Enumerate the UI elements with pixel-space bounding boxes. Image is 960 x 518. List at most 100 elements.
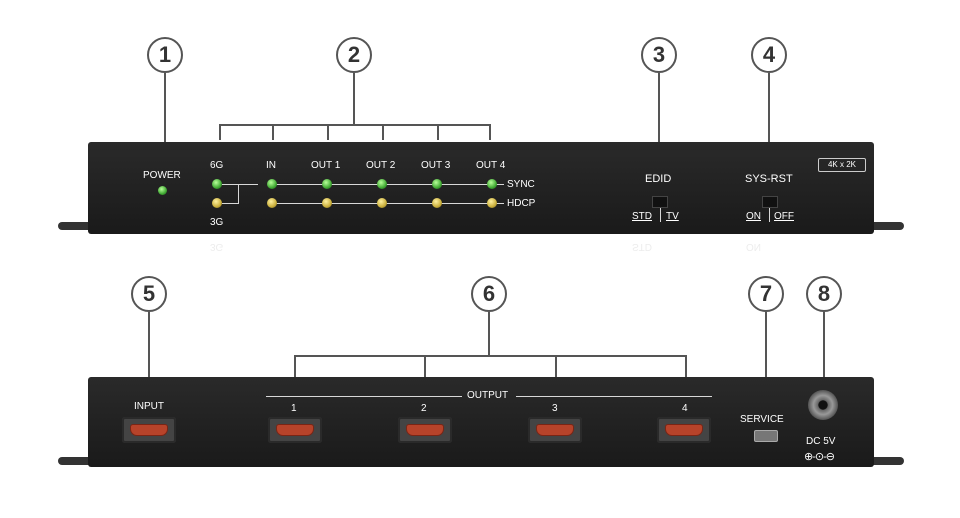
power-label: POWER [143,170,181,181]
led-hdcp-out3 [432,198,442,208]
output-number-1: 1 [291,403,297,414]
dc-polarity-icon: ⊕-⊙-⊖ [804,451,835,463]
4k-badge: 4K x 2K [818,158,866,172]
reflection-on: ON [746,241,761,252]
label-6g: 6G [210,160,224,171]
hdcp-line [272,203,504,204]
input-label: INPUT [134,401,164,412]
label-out1: OUT 1 [311,160,341,171]
bracket-tick-out2 [424,355,426,395]
callout-1-leader [164,73,166,143]
output-rule-left [266,396,462,397]
bracket-tick-out3 [437,124,439,140]
output-number-2: 2 [421,403,427,414]
reflection-3g: 3G [210,241,224,252]
sysrst-divider [769,208,770,222]
callout-7-number: 7 [759,281,773,306]
led-3g [212,198,222,208]
service-port[interactable] [754,430,778,442]
led-hdcp-out4 [487,198,497,208]
output-rule-right [516,396,712,397]
hdcp-label: HDCP [507,198,536,209]
edid-divider [660,208,661,222]
led-sync-in [267,179,277,189]
dc-label: DC 5V [806,436,836,447]
callout-1: 1 [147,37,183,73]
bracket-tick-out1 [327,124,329,140]
edid-label: EDID [645,173,672,185]
bracket-tick-out3 [555,355,557,395]
callout-5-number: 5 [142,281,156,306]
edid-std-label: STD [632,211,652,222]
sel-line-6g [222,184,238,185]
callout-2-number: 2 [347,42,361,67]
dc-jack[interactable] [808,390,838,420]
led-hdcp-in [267,198,277,208]
sysrst-label: SYS-RST [745,173,793,185]
sel-line-3g [222,203,238,204]
led-hdcp-out2 [377,198,387,208]
callout-5: 5 [131,276,167,312]
sync-line [272,184,504,185]
service-label: SERVICE [740,414,784,425]
rear-foot-right [868,457,904,465]
power-led [158,186,167,195]
bracket-tick-in [272,124,274,140]
bracket-tick-out4 [685,355,687,395]
label-in: IN [266,160,276,171]
sel-line-in [238,184,258,185]
sel-line-vertical [238,184,239,204]
led-sync-out3 [432,179,442,189]
label-out2: OUT 2 [366,160,396,171]
callout-6-leader [488,312,490,356]
front-foot-left [58,222,94,230]
callout-1-number: 1 [158,42,172,67]
bracket-tick-out2 [382,124,384,140]
callout-2-bracket [219,124,490,126]
led-6g [212,179,222,189]
callout-5-leader [148,312,150,378]
output-number-3: 3 [552,403,558,414]
callout-6: 6 [471,276,507,312]
callout-8: 8 [806,276,842,312]
callout-4: 4 [751,37,787,73]
output-label: OUTPUT [467,390,509,401]
edid-switch[interactable] [652,196,668,208]
callout-4-leader [768,73,770,143]
callout-3-number: 3 [652,42,666,67]
callout-6-bracket [294,355,686,357]
label-out3: OUT 3 [421,160,451,171]
bracket-tick-6g [219,124,221,140]
reflection-std: STD [632,241,652,252]
callout-3-leader [658,73,660,143]
callout-7: 7 [748,276,784,312]
hdmi-output-port-4[interactable] [657,417,711,443]
front-foot-right [868,222,904,230]
hdmi-output-port-3[interactable] [528,417,582,443]
sysrst-on-label: ON [746,211,761,222]
led-hdcp-out1 [322,198,332,208]
callout-2: 2 [336,37,372,73]
hdmi-output-port-1[interactable] [268,417,322,443]
sync-label: SYNC [507,179,535,190]
sysrst-switch[interactable] [762,196,778,208]
led-sync-out1 [322,179,332,189]
callout-7-leader [765,312,767,378]
hdmi-output-port-2[interactable] [398,417,452,443]
rear-panel [88,377,874,467]
callout-6-number: 6 [482,281,496,306]
label-3g: 3G [210,217,224,228]
rear-foot-left [58,457,94,465]
callout-2-leader [353,73,355,125]
callout-3: 3 [641,37,677,73]
hdmi-input-port[interactable] [122,417,176,443]
callout-8-leader [823,312,825,388]
callout-8-number: 8 [817,281,831,306]
bracket-tick-out4 [489,124,491,140]
sysrst-off-label: OFF [774,211,794,222]
label-out4: OUT 4 [476,160,506,171]
bracket-tick-out1 [294,355,296,395]
led-sync-out2 [377,179,387,189]
edid-tv-label: TV [666,211,679,222]
output-number-4: 4 [682,403,688,414]
